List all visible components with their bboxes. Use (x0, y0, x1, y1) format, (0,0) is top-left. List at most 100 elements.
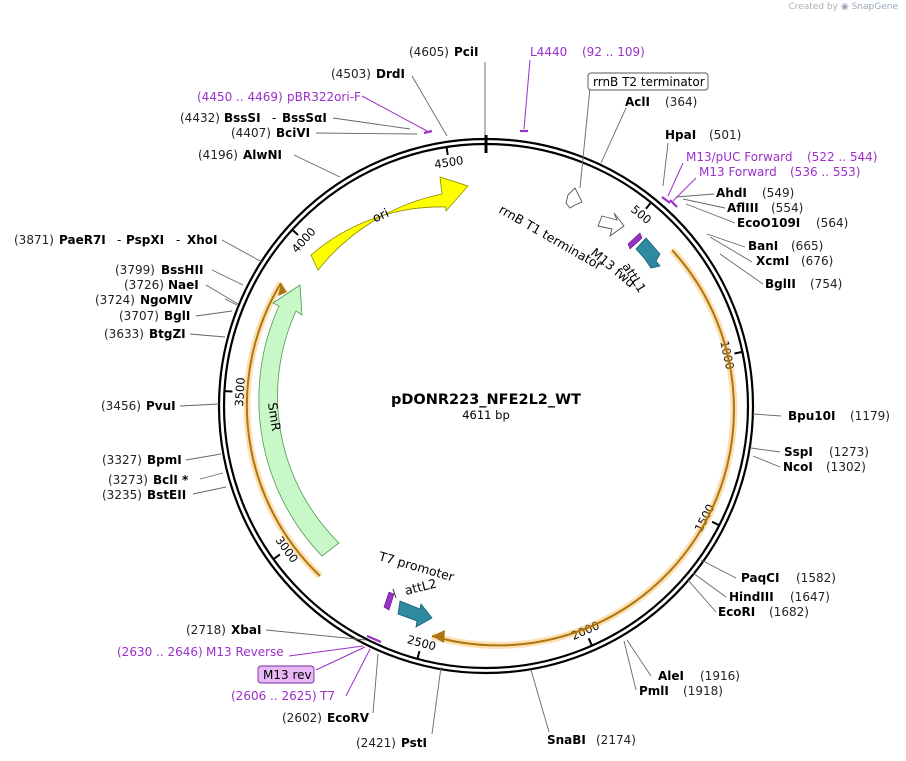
primer-marks (366, 129, 678, 644)
plasmid-name: pDONR223_NFE2L2_WT (391, 392, 581, 408)
site-name: NaeI (168, 278, 199, 292)
site-coord: (3707) (119, 309, 159, 323)
site-name: EcoRI (718, 605, 755, 619)
primer-range: (4450 .. 4469) (197, 90, 283, 104)
site-coord: (3327) (102, 453, 142, 467)
smr-feature (258, 284, 340, 557)
site-name: PspXI (126, 233, 164, 247)
site-name: AflIII (727, 201, 759, 215)
primer-name: M13 Forward (699, 165, 777, 179)
site-coord: (3724) (95, 293, 135, 307)
site-name: EcoO109I (737, 216, 800, 230)
site-coord: (4605) (409, 45, 449, 59)
site-coord: (501) (709, 128, 741, 142)
site-coord: (2718) (186, 623, 226, 637)
site-name: PmlI (639, 684, 669, 698)
smr-orf-arrowhead (278, 283, 287, 296)
tick-mark (711, 520, 720, 527)
primer-name: M13/pUC Forward (686, 150, 793, 164)
rrnb-t1-arrow (597, 212, 625, 238)
primer-name: T7 (319, 689, 335, 703)
site-name: PvuI (146, 399, 176, 413)
t7-primer (383, 591, 395, 611)
tick-mark (587, 637, 593, 647)
tick-mark (445, 146, 449, 156)
plasmid-length: 4611 bp (462, 408, 510, 422)
site-connectors (179, 62, 782, 735)
site-name: AhdI (716, 186, 747, 200)
site-coord: (549) (762, 186, 794, 200)
site-coord: (665) (791, 239, 823, 253)
primer-range: (536 .. 553) (790, 165, 860, 179)
site-name: AclI (625, 95, 650, 109)
primer-range: (2630 .. 2646) (117, 645, 203, 659)
site-name: BpmI (147, 453, 182, 467)
primer-range: (92 .. 109) (582, 45, 645, 59)
site-coord: (4196) (198, 148, 238, 162)
rrnb-t2-connector (579, 87, 591, 189)
ori-label: ori (370, 205, 391, 225)
primer-range: (522 .. 544) (807, 150, 877, 164)
smr-label: SmR (265, 401, 284, 432)
site-name: HpaI (665, 128, 696, 142)
site-coord: (3456) (101, 399, 141, 413)
site-coord: (2602) (282, 711, 322, 725)
primer-name: L4440 (530, 45, 567, 59)
site-coord: (2421) (356, 736, 396, 750)
site-name: BssHII (161, 263, 203, 277)
site-coord: (3633) (104, 327, 144, 341)
site-name: BssSαI (282, 111, 327, 125)
primer-range: (2606 .. 2625) (231, 689, 317, 703)
site-coord: (4503) (331, 67, 371, 81)
orf-arc (431, 249, 735, 647)
site-name: BclI * (153, 473, 189, 487)
m13-rev-box (257, 665, 315, 684)
site-name: Bpu10I (788, 409, 835, 423)
svg-text:-: - (117, 233, 121, 247)
site-name: BtgZI (149, 327, 186, 341)
site-coord: (1918) (683, 684, 723, 698)
site-name: PciI (454, 45, 479, 59)
snapgene-credit: Created by ◉ SnapGene (788, 2, 898, 12)
site-name: DrdI (376, 67, 405, 81)
attl2-label: attL2 (403, 576, 438, 598)
site-coord: (554) (771, 201, 803, 215)
site-name: PaeR7I (59, 233, 106, 247)
site-coord: (3273) (108, 473, 148, 487)
site-name: PaqCI (741, 571, 779, 585)
attl1-feature (635, 237, 661, 269)
site-name: BglI (164, 309, 190, 323)
site-name: BstEII (147, 488, 186, 502)
site-name: XcmI (756, 254, 789, 268)
site-name: BciVI (276, 126, 310, 140)
site-coord: (364) (665, 95, 697, 109)
rrnb-t2-box (587, 72, 709, 91)
ori-feature (310, 176, 469, 271)
site-name: HindIII (729, 590, 774, 604)
site-name: NgoMIV (140, 293, 193, 307)
tick-mark (734, 350, 743, 355)
tick-label: 500 (628, 202, 654, 227)
site-name: AleI (658, 669, 684, 683)
site-name: NcoI (783, 460, 813, 474)
m13-fwd-primer (627, 232, 643, 250)
svg-text:-: - (176, 233, 180, 247)
site-name: EcoRV (327, 711, 370, 725)
snapgene-logo-icon: ◉ (840, 2, 849, 12)
site-name: BglII (765, 277, 796, 291)
tick-label: 3500 (232, 377, 248, 407)
primer-connectors (288, 59, 697, 697)
site-coord: (676) (801, 254, 833, 268)
t7-promoter-arrow (392, 588, 397, 599)
site-coord: (1647) (790, 590, 830, 604)
primer-name: pBR322ori-F (287, 90, 361, 104)
site-coord: (1582) (796, 571, 836, 585)
site-coord: (3799) (115, 263, 155, 277)
attl2-feature (397, 600, 433, 628)
tick-mark (291, 228, 299, 236)
site-coord: (1916) (700, 669, 740, 683)
m13-rev-label: M13 rev (263, 668, 312, 682)
orf-arc-glow (431, 247, 738, 649)
site-coord: (1179) (850, 409, 890, 423)
site-coord: (3726) (124, 278, 164, 292)
